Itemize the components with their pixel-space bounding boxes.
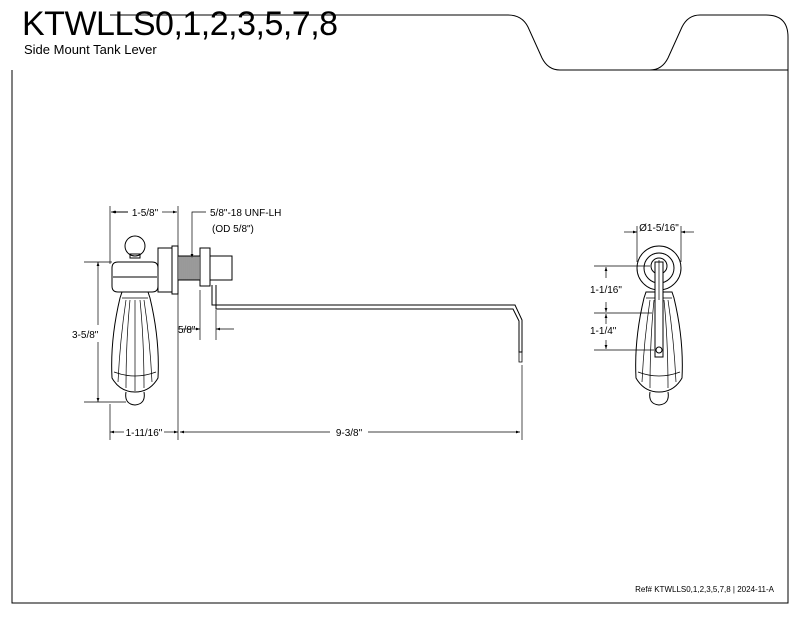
finial-knob <box>124 235 146 257</box>
hub-body <box>111 261 159 293</box>
dim-thread-od: (OD 5/8") <box>212 224 254 235</box>
page-title: KTWLLS0,1,2,3,5,7,8 <box>22 5 338 43</box>
lever-handle <box>111 291 159 393</box>
flange-plate <box>157 247 173 293</box>
finial-neck <box>129 253 141 259</box>
dim-shank-offset: 5/8" <box>178 325 196 336</box>
thread-lines <box>179 256 199 280</box>
dim-arm-length: 9-3/8" <box>336 428 363 439</box>
frame-tab <box>560 14 789 71</box>
dim-handle-height: 3-5/8" <box>72 330 99 341</box>
dim-base-width: 1-11/16" <box>126 428 163 439</box>
front-handle <box>635 291 683 393</box>
reference-number: Ref# KTWLLS0,1,2,3,5,7,8 | 2024-11-A <box>635 585 774 594</box>
threaded-shank <box>177 255 201 281</box>
dim-lower-offset: 1-1/4" <box>590 326 617 337</box>
dim-thread-spec: 5/8"-18 UNF-LH <box>210 208 281 219</box>
drawing-frame <box>11 14 789 604</box>
front-dimensions <box>594 226 694 351</box>
dim-flange-diameter: Ø1-5/16" <box>639 223 679 234</box>
lever-arm <box>211 285 523 353</box>
mounting-nut <box>199 247 211 287</box>
side-view <box>111 235 523 406</box>
handle-tip <box>125 391 145 406</box>
dim-upper-offset: 1-1/16" <box>590 285 622 296</box>
page-subtitle: Side Mount Tank Lever <box>24 42 157 57</box>
side-dimensions <box>84 206 523 440</box>
dim-top-width: 1-5/8" <box>132 208 159 219</box>
front-view <box>635 245 683 406</box>
